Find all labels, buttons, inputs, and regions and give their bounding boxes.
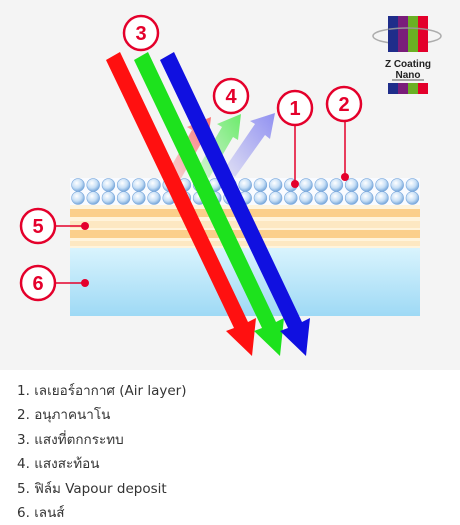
legend-item-number: 3. bbox=[17, 431, 30, 448]
nano-particle bbox=[314, 178, 328, 192]
nano-particle bbox=[405, 178, 420, 192]
legend-item-2: 2. อนุภาคนาโน bbox=[17, 403, 460, 427]
marker-6-label: 6 bbox=[32, 273, 43, 295]
legend-item-text: ฟิล์ม Vapour deposit bbox=[34, 480, 167, 497]
marker-1: 1 bbox=[276, 89, 314, 127]
nano-particle bbox=[390, 191, 404, 205]
nano-particle bbox=[147, 178, 161, 192]
nano-particle bbox=[314, 191, 328, 205]
nano-particle-layer bbox=[71, 178, 420, 205]
legend-item-6: 6. เลนส์ bbox=[17, 501, 460, 525]
legend-item-number: 6. bbox=[17, 505, 30, 522]
legend-list: 1. เลเยอร์อากาศ (Air layer) 2. อนุภาคนาโ… bbox=[0, 370, 460, 525]
marker-6: 6 bbox=[19, 264, 57, 302]
legend-item-3: 3. แสงที่ตกกระทบ bbox=[17, 428, 460, 452]
marker-4-label: 4 bbox=[225, 86, 237, 108]
legend-item-1: 1. เลเยอร์อากาศ (Air layer) bbox=[17, 379, 460, 403]
nano-particle bbox=[268, 178, 283, 192]
legend-item-text: อนุภาคนาโน bbox=[34, 407, 111, 424]
legend-item-text: แสงสะท้อน bbox=[34, 456, 100, 473]
reflected-blue-arrow bbox=[225, 113, 275, 177]
nano-particle bbox=[405, 191, 420, 205]
nano-particle bbox=[71, 191, 85, 205]
nano-particle bbox=[375, 191, 389, 205]
legend-item-number: 1. bbox=[17, 383, 30, 399]
marker-1-label: 1 bbox=[289, 98, 300, 120]
legend-item-number: 2. bbox=[17, 407, 30, 424]
nano-particle bbox=[116, 191, 131, 205]
legend-item-text: เลนส์ bbox=[34, 505, 65, 522]
nano-particle bbox=[253, 178, 268, 192]
marker-5: 5 bbox=[19, 207, 57, 245]
nano-particle bbox=[390, 178, 404, 192]
legend-item-text: แสงที่ตกกระทบ bbox=[34, 431, 124, 448]
legend-item-number: 5. bbox=[17, 480, 30, 497]
nano-particle bbox=[101, 178, 116, 192]
marker-2-label: 2 bbox=[338, 94, 349, 116]
marker-5-label: 5 bbox=[32, 216, 43, 238]
callout-dot-6 bbox=[81, 279, 89, 287]
callout-dot-5 bbox=[81, 222, 89, 230]
nano-particle bbox=[116, 178, 131, 192]
legend: 1. เลเยอร์อากาศ (Air layer) 2. อนุภาคนาโ… bbox=[0, 370, 460, 521]
z-coating-nano-logo: Z Coating Nano bbox=[372, 16, 442, 94]
marker-3: 3 bbox=[122, 14, 160, 52]
incident-light-arrows bbox=[106, 52, 310, 356]
legend-item-4: 4. แสงสะท้อน bbox=[17, 452, 460, 476]
nano-particle bbox=[71, 178, 85, 192]
nano-particle bbox=[344, 191, 359, 205]
callout-dot-2 bbox=[341, 173, 349, 181]
nano-particle bbox=[284, 191, 298, 205]
nano-particle bbox=[360, 178, 374, 192]
nano-particle bbox=[147, 191, 161, 205]
callout-dot-1 bbox=[291, 180, 299, 188]
nano-particle bbox=[268, 191, 283, 205]
coating-diagram: 1 2 3 4 5 6 Z Coating bbox=[0, 0, 460, 370]
coating-diagram-svg: 1 2 3 4 5 6 Z Coating bbox=[19, 14, 442, 356]
nano-particle bbox=[299, 178, 313, 192]
incident-blue-arrow bbox=[160, 52, 310, 356]
legend-item-text: เลเยอร์อากาศ (Air layer) bbox=[34, 383, 187, 399]
nano-particle bbox=[253, 191, 268, 205]
nano-particle bbox=[299, 191, 313, 205]
logo-text-line1: Z Coating bbox=[385, 59, 431, 70]
callouts bbox=[55, 120, 349, 287]
nano-particle bbox=[86, 178, 100, 192]
marker-3-label: 3 bbox=[135, 23, 146, 45]
legend-item-number: 4. bbox=[17, 456, 30, 473]
nano-particle bbox=[238, 178, 252, 192]
nano-particle bbox=[132, 178, 146, 192]
marker-2: 2 bbox=[325, 85, 363, 123]
nano-particle bbox=[375, 178, 389, 192]
nano-particle bbox=[360, 191, 374, 205]
nano-particle bbox=[132, 191, 146, 205]
logo-text-line2: Nano bbox=[396, 70, 421, 81]
marker-4: 4 bbox=[212, 77, 250, 115]
nano-particle bbox=[101, 191, 116, 205]
nano-particle bbox=[329, 191, 344, 205]
nano-particle bbox=[329, 178, 344, 192]
incident-red-arrow bbox=[106, 52, 256, 356]
incident-green-arrow bbox=[134, 52, 284, 356]
legend-item-5: 5. ฟิล์ม Vapour deposit bbox=[17, 477, 460, 501]
nano-particle bbox=[86, 191, 100, 205]
nano-particle bbox=[344, 178, 359, 192]
